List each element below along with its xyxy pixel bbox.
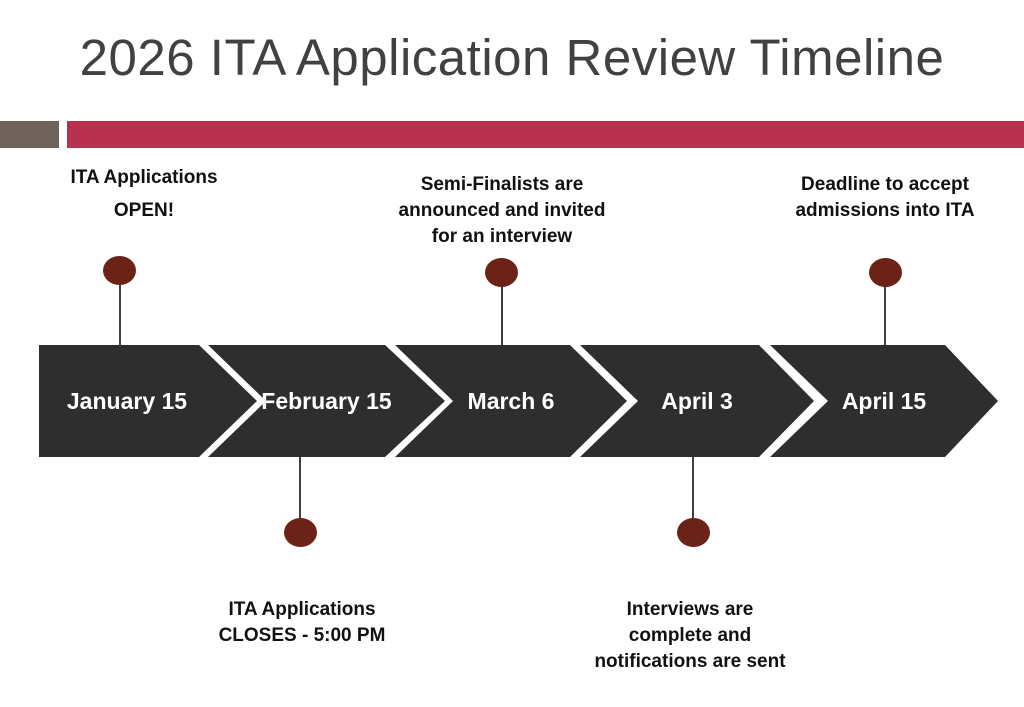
annotation-line: announced and invited <box>398 200 606 221</box>
timeline-segment-january-15: January 15 <box>39 345 257 457</box>
marker-stem-line <box>119 283 121 345</box>
annotation-line: admissions into ITA <box>795 200 975 221</box>
timeline-marker-dot <box>869 258 902 287</box>
timeline-date-label: April 15 <box>841 387 927 414</box>
annotation-line: OPEN! <box>113 200 175 221</box>
timeline-marker-dot <box>103 256 136 285</box>
annotation-line: complete and <box>628 625 752 646</box>
timeline-date-label: January 15 <box>66 387 188 414</box>
timeline-date-label: March 6 <box>467 387 555 414</box>
marker-stem-line <box>884 285 886 345</box>
timeline-marker-dot <box>485 258 518 287</box>
marker-stem-line <box>299 456 301 519</box>
annotation-semi-finalists: Semi-Finalists are announced and invited… <box>352 172 652 250</box>
annotation-applications-open: ITA Applications OPEN! <box>0 165 294 224</box>
timeline-marker-dot <box>284 518 317 547</box>
annotation-line: ITA Applications <box>70 167 218 188</box>
annotation-line: Interviews are <box>626 599 754 620</box>
marker-stem-line <box>692 456 694 519</box>
annotation-line: ITA Applications <box>228 599 376 620</box>
annotation-line: Semi-Finalists are <box>420 174 584 195</box>
annotation-line: CLOSES - 5:00 PM <box>218 625 386 646</box>
annotation-line: notifications are sent <box>594 651 786 672</box>
annotation-line: for an interview <box>431 226 573 247</box>
annotation-line: Deadline to accept <box>801 174 969 195</box>
timeline-segment-april-15: April 15 <box>770 345 998 457</box>
marker-stem-line <box>501 285 503 345</box>
annotation-deadline-accept: Deadline to accept admissions into ITA <box>735 172 1024 224</box>
accent-bar <box>67 121 1024 148</box>
timeline-date-label: April 3 <box>661 387 733 414</box>
timeline-date-label: February 15 <box>261 387 392 414</box>
accent-square <box>0 121 59 148</box>
timeline-marker-dot <box>677 518 710 547</box>
annotation-interviews-complete: Interviews are complete and notification… <box>540 597 840 675</box>
slide-title: 2026 ITA Application Review Timeline <box>79 29 945 86</box>
annotation-applications-close: ITA Applications CLOSES - 5:00 PM <box>152 597 452 649</box>
